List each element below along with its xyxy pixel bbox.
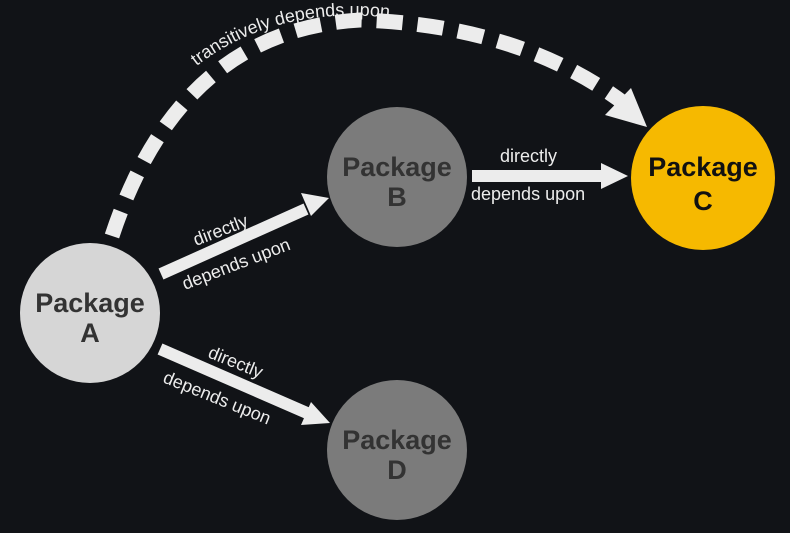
arrowhead-b-to-c [601,163,628,189]
edge-label-b-to-c-below: depends upon [471,184,585,204]
node-a-circle [20,243,160,383]
node-package-d: Package D [327,380,467,520]
node-b-label-line1: Package [342,152,452,182]
node-d-label-line2: D [387,455,407,485]
node-d-circle [327,380,467,520]
edge-label-b-to-c-above: directly [500,146,557,166]
node-a-label-line2: A [80,318,100,348]
node-package-a: Package A [20,243,160,383]
node-c-label-line1: Package [648,152,758,182]
arrow-shaft-a-to-b [158,203,309,280]
transitive-arrowhead [605,88,647,127]
edge-b-to-c: directly depends upon [471,146,628,204]
edge-a-to-d: directly depends upon [157,342,330,428]
node-a-label-line1: Package [35,288,145,318]
transitive-dashed-arc [104,12,630,239]
transitive-label: transitively depends upon [187,0,391,69]
node-package-b: Package B [327,107,467,247]
arrowhead-a-to-d [301,402,330,425]
node-c-label-line2: C [693,186,713,216]
node-c-circle [631,106,775,250]
arrow-shaft-a-to-d [157,343,310,419]
node-package-c: Package C [631,106,775,250]
arrowhead-a-to-b [301,193,329,216]
edge-a-to-b: directly depends upon [158,193,329,294]
node-b-circle [327,107,467,247]
node-b-label-line2: B [387,182,407,212]
node-d-label-line1: Package [342,425,452,455]
